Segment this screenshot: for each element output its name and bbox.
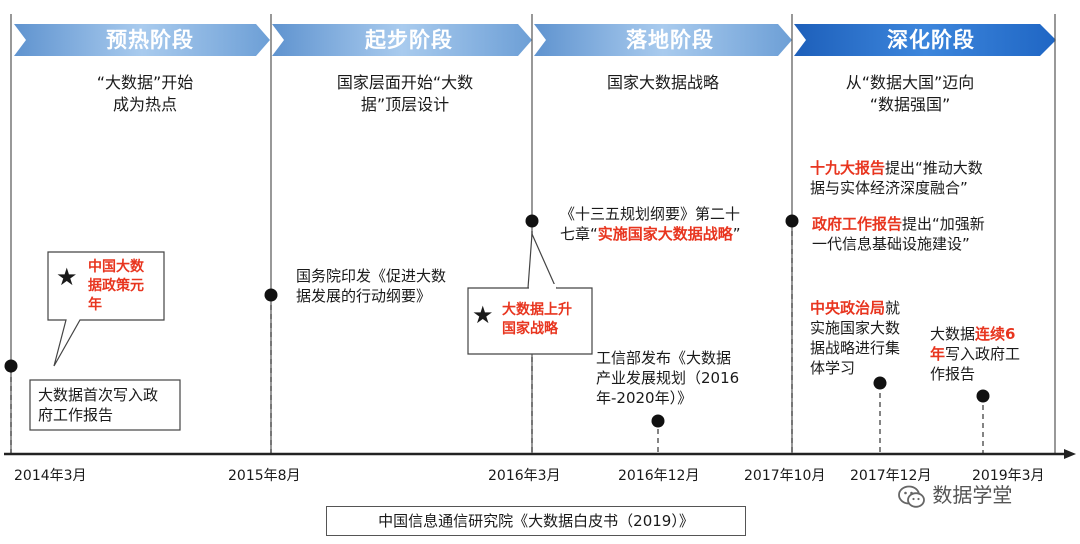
event-line: 工信部发布《大数据 (596, 349, 732, 367)
date-label: 2015年8月 (228, 468, 301, 484)
event-2019-text: 大数据连续6 年写入政府工 作报告 (930, 324, 1050, 384)
event-highlight: 年 (930, 345, 946, 363)
event-2017-12-text: 中央政治局就 实施国家大数 据战略进行集 体学习 (810, 298, 920, 378)
callout-policy-year-text: 中国大数 据政策元 年 (88, 258, 162, 315)
event-highlight: 十九大报告 (810, 159, 886, 177)
event-line: 国务院印发《促进大数 (296, 267, 447, 285)
event-line: 产业发展规划（2016 (596, 369, 740, 387)
star-icon: ★ (56, 263, 78, 291)
stage-desc-1: “大数据”开始 成为热点 (40, 72, 250, 116)
event-line: 十九大报告提出“推动大数 (810, 158, 1030, 178)
stage-desc-line: 国家大数据战略 (606, 73, 719, 92)
stage-desc-line: 据”顶层设计 (360, 95, 450, 114)
event-line: 年-2020年）》 (596, 389, 693, 407)
event-dot (525, 214, 539, 228)
event-line: 体学习 (810, 359, 856, 377)
callout-line: 中国大数 (88, 259, 144, 275)
stage-desc-3: 国家大数据战略 (548, 72, 778, 94)
date-label: 2017年12月 (850, 468, 932, 484)
event-line: 年写入政府工 (930, 344, 1050, 364)
first-report-text: 大数据首次写入政 府工作报告 (38, 385, 178, 425)
axis-arrowhead (1064, 449, 1076, 459)
event-line: 实施国家大数 (810, 319, 901, 337)
event-line: 作报告 (930, 365, 976, 383)
callout-line: 大数据上升 (502, 302, 572, 318)
watermark: 数据学堂 (898, 480, 1074, 510)
date-label: 2016年3月 (488, 468, 561, 484)
stage-desc-line: 成为热点 (112, 95, 177, 114)
callout-line: 大数据首次写入政 (38, 386, 159, 404)
event-line: 政府工作报告提出“加强新 (812, 214, 1032, 234)
event-2017-10-b-text: 政府工作报告提出“加强新 一代信息基础设施建设” (812, 214, 1032, 254)
event-highlight: 连续6 (975, 325, 1016, 343)
event-text: 大数据 (930, 325, 976, 343)
stage-desc-line: 国家层面开始“大数 (336, 73, 474, 92)
event-dot (4, 359, 18, 373)
event-2016-12-text: 工信部发布《大数据 产业发展规划（2016 年-2020年）》 (596, 348, 766, 408)
stage-label-4: 深化阶段 (887, 28, 975, 52)
star-icon: ★ (472, 301, 494, 329)
event-text: 提出“推动大数 (885, 159, 983, 177)
date-label: 2016年12月 (618, 468, 700, 484)
event-dot (873, 376, 887, 390)
callout-bubble-policy-year (47, 251, 165, 367)
stage-desc-line: “大数据”开始 (96, 73, 194, 92)
event-line: 中央政治局就 (810, 298, 920, 318)
event-text: 就 (885, 299, 901, 317)
date-label: 2017年10月 (744, 468, 826, 484)
callout-line: 年 (88, 297, 102, 313)
stage-desc-4: 从“数据大国”迈向 “数据强国” (800, 72, 1020, 116)
event-dot (264, 288, 278, 302)
event-highlight: 实施国家大数据战略 (597, 225, 733, 243)
watermark-text: 数据学堂 (932, 483, 1013, 507)
event-line: 据与实体经济深度融合” (810, 179, 968, 197)
event-dot (785, 214, 799, 228)
event-text: 提出“加强新 (902, 215, 985, 233)
event-line: 大数据连续6 (930, 324, 1050, 344)
event-line: 据发展的行动纲要》 (296, 287, 432, 305)
stage-desc-line: 从“数据大国”迈向 (845, 73, 975, 92)
event-line: 据战略进行集 (810, 339, 901, 357)
callout-line: 据政策元 (88, 278, 144, 294)
event-dot (976, 389, 990, 403)
stage-label-2: 起步阶段 (365, 28, 453, 52)
event-highlight: 政府工作报告 (812, 215, 903, 233)
event-line: 七章“实施国家大数据战略” (560, 224, 780, 244)
event-text: 写入政府工 (945, 345, 1021, 363)
event-line: 一代信息基础设施建设” (812, 235, 970, 253)
event-text: ” (732, 225, 741, 243)
date-label: 2014年3月 (14, 468, 87, 484)
stage-desc-2: 国家层面开始“大数 据”顶层设计 (290, 72, 520, 116)
callout-line: 府工作报告 (38, 406, 114, 424)
stage-arrow-1 (14, 24, 270, 56)
event-2015-text: 国务院印发《促进大数 据发展的行动纲要》 (296, 266, 496, 306)
event-highlight: 中央政治局 (810, 299, 886, 317)
wechat-icon (898, 485, 925, 508)
event-dot (651, 414, 665, 428)
stage-arrow-2 (272, 24, 532, 56)
event-text: 七章“ (560, 225, 598, 243)
callout-box-first-report (29, 379, 181, 431)
stage-label-1: 预热阶段 (106, 28, 194, 52)
event-2017-10-a-text: 十九大报告提出“推动大数 据与实体经济深度融合” (810, 158, 1030, 198)
event-line: 《十三五规划纲要》第二十 (560, 205, 741, 223)
source-caption: 中国信息通信研究院《大数据白皮书（2019）》 (326, 506, 746, 536)
stage-label-3: 落地阶段 (626, 28, 714, 52)
callout-strategy-text: 大数据上升 国家战略 (502, 301, 592, 339)
stage-desc-line: “数据强国” (869, 95, 951, 114)
date-label: 2019年3月 (972, 468, 1045, 484)
stage-arrow-4 (794, 24, 1056, 56)
event-2016-03-text: 《十三五规划纲要》第二十 七章“实施国家大数据战略” (560, 204, 780, 244)
stage-arrow-3 (534, 24, 792, 56)
callout-line: 国家战略 (502, 321, 558, 337)
